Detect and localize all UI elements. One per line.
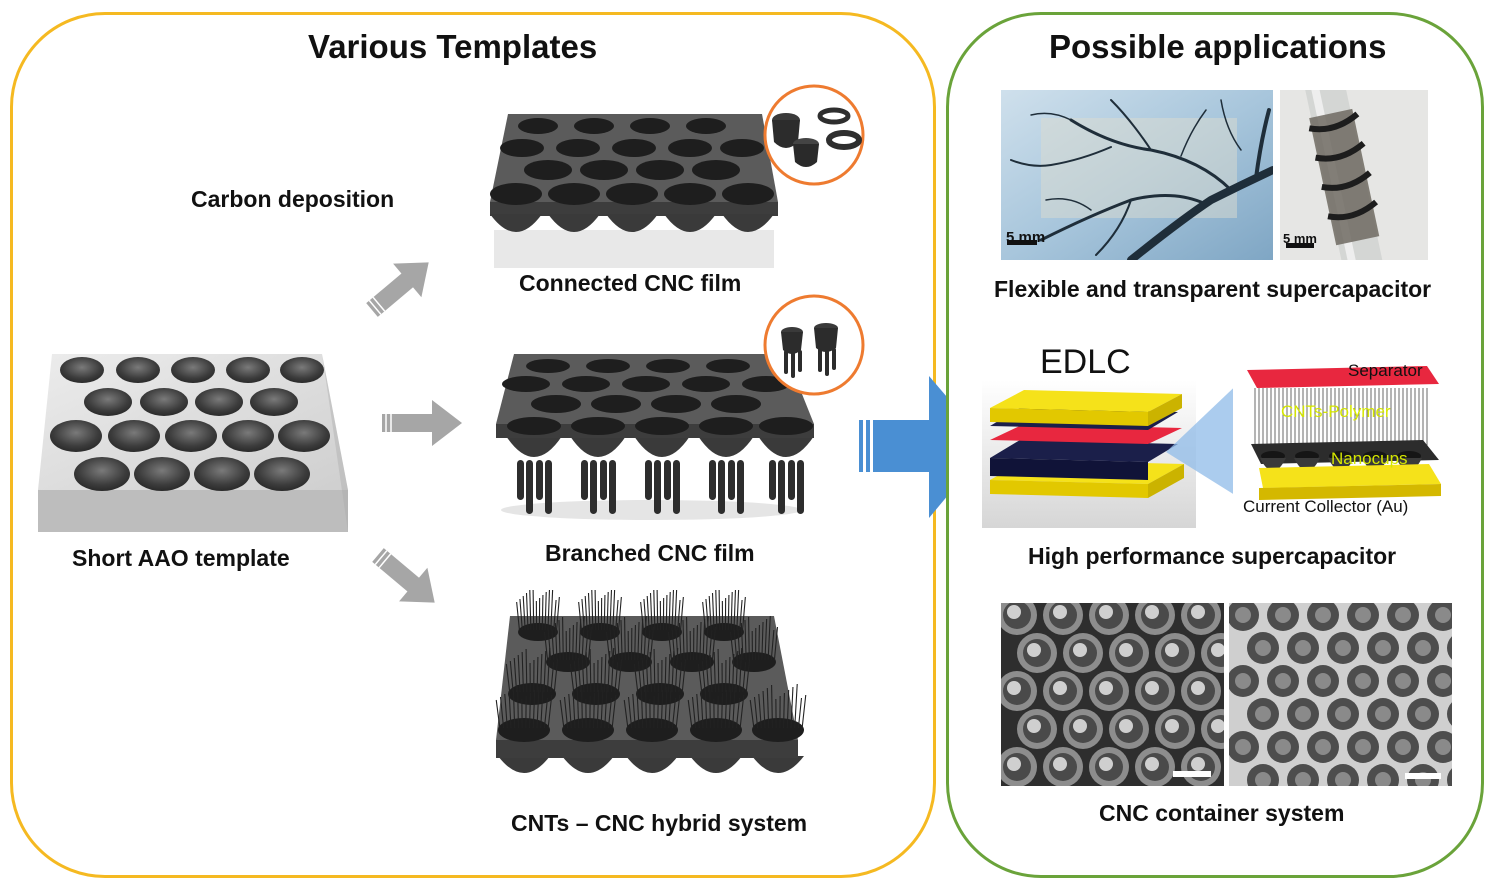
wrapped-supercapacitor-photo [1280, 90, 1428, 260]
carbon-deposition-label: Carbon deposition [191, 186, 395, 212]
current-collector-label: Current Collector (Au) [1243, 497, 1409, 516]
branched-cnc-film-label: Branched CNC film [545, 540, 755, 566]
cnts-polymer-label: CNTs-Polymer [1281, 402, 1391, 421]
arrow-to-branched [378, 398, 466, 448]
high-performance-label: High performance supercapacitor [1028, 543, 1397, 569]
cnc-container-label: CNC container system [1099, 800, 1345, 826]
various-templates-title: Various Templates [308, 28, 598, 65]
short-aao-template-illustration [30, 348, 360, 538]
cnts-cnc-hybrid-label: CNTs – CNC hybrid system [511, 810, 808, 836]
transparent-film-photo [1001, 90, 1273, 260]
nanocup-structure-diagram [1233, 356, 1449, 528]
zoom-cone [1160, 372, 1250, 512]
connected-cnc-film-illustration [480, 108, 780, 273]
scale-bar-label-2: 5 mm [1283, 231, 1317, 246]
separator-label: Separator [1348, 361, 1423, 380]
edlc-title: EDLC [1040, 343, 1131, 381]
arrow-to-hybrid [368, 545, 448, 615]
connected-cup-inset [752, 82, 876, 188]
sem-image-left [1001, 603, 1224, 786]
branched-cup-inset [752, 292, 876, 398]
edlc-stack-illustration [982, 380, 1196, 528]
nanocups-label: Nanocups [1331, 449, 1408, 468]
cnts-cnc-hybrid-illustration [488, 590, 808, 800]
possible-applications-title: Possible applications [1049, 28, 1387, 65]
sem-image-right [1229, 603, 1452, 786]
connected-cnc-film-label: Connected CNC film [519, 270, 742, 296]
short-aao-template-label: Short AAO template [72, 545, 290, 571]
branched-cnc-film-illustration [486, 350, 826, 525]
flexible-transparent-label: Flexible and transparent supercapacitor [994, 276, 1432, 302]
scale-bar-label-1: 5 mm [1006, 229, 1046, 246]
arrow-to-connected [364, 250, 444, 320]
